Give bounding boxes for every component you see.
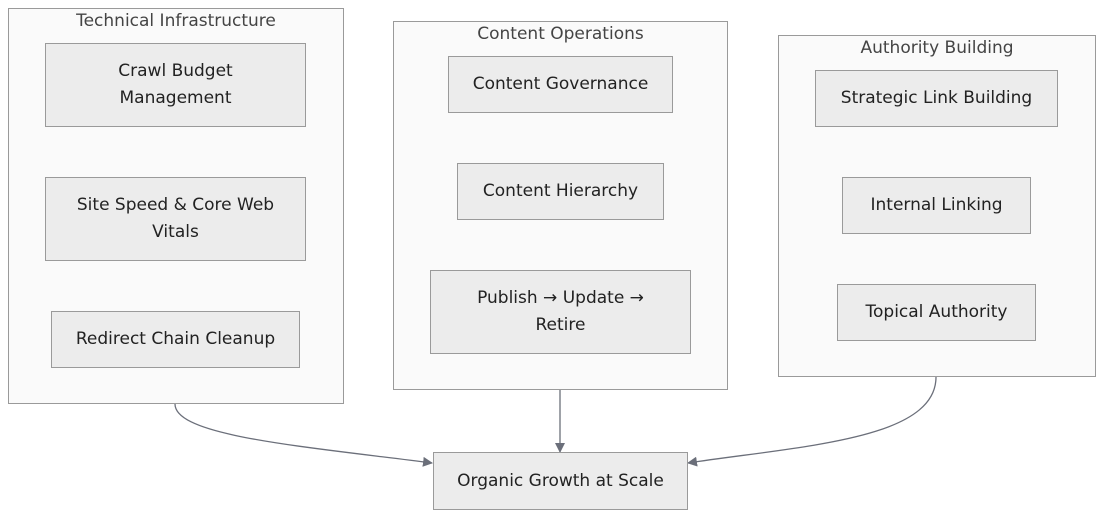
node-redirect-chain-cleanup[interactable]: Redirect Chain Cleanup [51,311,300,368]
node-label: Redirect Chain Cleanup [75,329,276,349]
node-label: Internal Linking [870,195,1003,215]
node-strategic-link-building[interactable]: Strategic Link Building [815,70,1058,127]
node-internal-linking[interactable]: Internal Linking [842,177,1031,234]
node-crawl-budget-management[interactable]: Crawl Budget Management [45,43,306,127]
node-site-speed-core-web-vitals[interactable]: Site Speed & Core Web Vitals [45,177,306,261]
node-content-governance[interactable]: Content Governance [448,56,673,113]
node-organic-growth-at-scale[interactable]: Organic Growth at Scale [433,452,688,510]
group-title: Content Operations [477,24,644,44]
edge-technical-to-outcome [174,403,433,467]
group-title: Technical Infrastructure [76,11,276,31]
node-label: Content Governance [472,74,649,94]
node-label: Organic Growth at Scale [457,470,664,491]
node-topical-authority[interactable]: Topical Authority [837,284,1036,341]
node-label: Topical Authority [865,302,1008,322]
node-content-hierarchy[interactable]: Content Hierarchy [457,163,664,220]
node-label: Content Hierarchy [482,181,639,201]
node-label: Strategic Link Building [840,88,1033,108]
node-publish-update-retire[interactable]: Publish → Update → Retire [430,270,691,354]
node-label: Publish → Update → Retire [477,288,644,335]
node-label: Site Speed & Core Web Vitals [76,195,275,242]
node-label: Crawl Budget Management [118,61,233,108]
group-title: Authority Building [860,38,1014,58]
